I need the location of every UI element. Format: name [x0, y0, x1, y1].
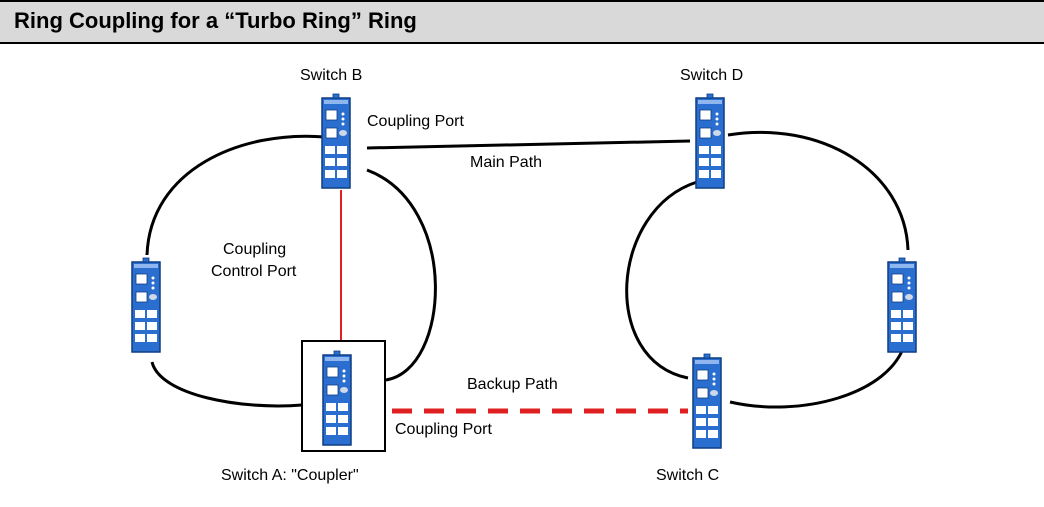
backup-path-label: Backup Path [467, 376, 558, 393]
cable-right-ring-left [625, 180, 698, 380]
title-bar: Ring Coupling for a “Turbo Ring” Ring [0, 0, 1044, 44]
coupling-control-label-line1: Coupling [223, 241, 287, 258]
switch-d-label: Switch D [680, 67, 744, 84]
cable-right-ring-bottom [729, 342, 907, 409]
coupling-port-label-bottom: Coupling Port [395, 421, 492, 438]
cable-left-ring-right [366, 168, 437, 382]
ethernet-switch-icon [131, 257, 161, 353]
ethernet-switch-icon [321, 93, 351, 189]
cable-left-ring-top [145, 134, 326, 256]
network-diagram [131, 93, 917, 452]
ethernet-switch-icon [692, 353, 722, 449]
switch-c-label: Switch C [656, 467, 720, 484]
ethernet-switch-icon [695, 93, 725, 189]
switch-a-label: Switch A: "Coupler" [221, 467, 359, 484]
main-path-line [366, 139, 691, 150]
switch-b-label: Switch B [300, 67, 363, 84]
cable-right-ring-top [727, 130, 910, 251]
coupling-port-label-top: Coupling Port [367, 113, 464, 130]
coupling-control-label-line2: Control Port [211, 263, 297, 280]
diagram-title: Ring Coupling for a “Turbo Ring” Ring [14, 8, 417, 33]
cable-left-ring-bottom [150, 361, 303, 408]
main-path-label: Main Path [470, 154, 543, 171]
ethernet-switch-icon [887, 257, 917, 353]
ethernet-switch-icon [322, 350, 352, 446]
